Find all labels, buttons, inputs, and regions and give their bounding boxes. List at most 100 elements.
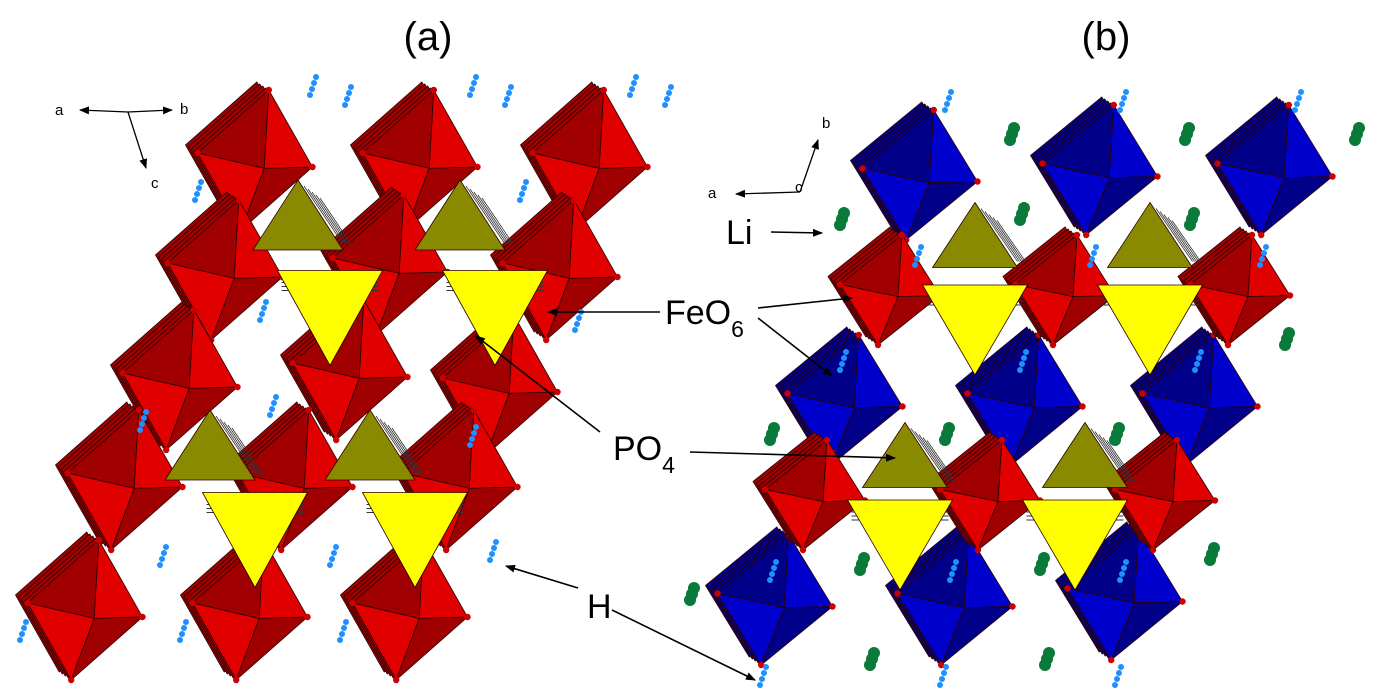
po4-tetrahedron-a-down-3	[361, 492, 469, 589]
po4-tetrahedron-b-up-0-stack-line	[984, 211, 1020, 262]
feo6-octahedron-a-11-face-bottom-right	[445, 486, 519, 551]
po4-tetrahedron-a-down-1-face	[441, 270, 549, 367]
feo6-octahedron-b-blue-3-oxygen	[855, 331, 862, 339]
hydrogen-chain-a-12-atom	[473, 424, 479, 430]
hydrogen-chain-a-16-atom	[21, 625, 27, 631]
feo6-octahedron-a-4-oxygen	[400, 191, 407, 199]
po4-tetrahedron-a-up-3-face	[324, 409, 416, 481]
feo6-octahedron-b-blue-4	[954, 326, 1086, 469]
po4-tetrahedron-b-up-3	[1041, 421, 1136, 488]
feo6-octahedron-a-9-oxygen	[64, 469, 71, 477]
po4-tetrahedron-a-down-2-face	[201, 492, 309, 589]
feo6-octahedron-a-0-oxygen	[265, 86, 272, 94]
feo6-label-subscript: 6	[731, 316, 744, 342]
hydrogen-chain-a-11-atom	[269, 406, 275, 412]
po4-tetrahedron-b-up-0-stack-line	[996, 220, 1026, 262]
feo6-octahedron-b-blue-5	[1129, 326, 1261, 469]
hydrogen-chain-a-15-atom	[493, 539, 499, 545]
hydrogen-chain-a-17-atom	[181, 625, 187, 631]
feo6-octahedron-b-blue-7	[884, 526, 1016, 669]
hydrogen-chain-a-6	[192, 179, 204, 203]
po4-arrow-panel-a	[475, 335, 601, 433]
feo6-octahedron-a-2-face-right	[598, 88, 649, 169]
hydrogen-chain-b-4-atom	[1089, 256, 1095, 262]
hydrogen-chain-a-7-atom	[523, 179, 529, 185]
panel-a-label: (a)	[404, 15, 453, 59]
feo6-octahedron-a-1-face-right	[428, 88, 479, 169]
feo6-octahedron-b-blue-1	[1029, 96, 1161, 239]
hydrogen-chain-a-16	[17, 619, 29, 643]
po4-tetrahedron-b-up-1-stack-line	[1167, 217, 1199, 262]
hydrogen-chain-a-3-atom	[508, 84, 514, 90]
hydrogen-chain-a-7-atom	[521, 185, 527, 191]
feo6-arrow-panel-b-blue	[757, 317, 833, 377]
feo6-octahedron-b-blue-4-oxygen	[1079, 403, 1086, 410]
feo6-octahedron-a-5-oxygen	[499, 259, 506, 267]
hydrogen-chain-a-0-atom	[307, 92, 313, 98]
axis-c-label: c	[151, 175, 159, 192]
hydrogen-chain-a-6-atom	[192, 197, 198, 203]
feo6-octahedron-b-red-3-oxygen	[799, 546, 807, 554]
hydrogen-chain-a-12	[467, 424, 479, 448]
hydrogen-chain-a-7-atom	[519, 191, 525, 197]
po4-tetrahedron-a-up-2-stack-line	[231, 427, 264, 475]
hydrogen-chain-a-9-atom	[576, 315, 582, 321]
feo6-octahedron-b-blue-6-oxygen	[829, 603, 836, 610]
po4-tetrahedron-b-up-1-stack-line	[1171, 220, 1201, 262]
po4-tetrahedron-a-up-1-stack-line	[473, 191, 510, 245]
feo6-octahedron-a-7-face-bottom-right	[335, 376, 409, 441]
hydrogen-chain-b-5-atom	[1263, 244, 1269, 250]
hydrogen-chain-a-1-atom	[342, 102, 348, 108]
feo6-octahedron-b-blue-6-face-bottom-right	[760, 606, 834, 666]
lithium-chain-b-9	[1279, 327, 1295, 351]
feo6-octahedron-a-12-oxygen	[95, 536, 103, 544]
hydrogen-chain-b-0-atom	[946, 95, 952, 101]
feo6-octahedron-a-3	[154, 191, 286, 344]
axis-b-label: b	[180, 101, 188, 118]
feo6-octahedron-a-9-oxygen	[179, 483, 186, 491]
lithium-chain-b-14-atom	[868, 647, 880, 659]
lithium-chain-b-13-atom	[688, 582, 700, 594]
feo6-octahedron-b-blue-0-face-right	[928, 108, 979, 184]
hydrogen-chain-b-6-atom	[841, 355, 847, 361]
hydrogen-chain-a-17-atom	[183, 619, 189, 625]
lithium-chain-b-4	[1179, 122, 1195, 146]
hydrogen-chain-b-0-atom	[942, 107, 948, 113]
feo6-octahedron-a-8-face-bottom-right	[485, 391, 559, 456]
lithium-chain-b-10	[854, 552, 870, 576]
feo6-octahedron-a-1-oxygen	[359, 149, 366, 157]
po4-tetrahedron-a-down-0-face	[276, 270, 384, 367]
lithium-chain-b-6-atom	[768, 422, 780, 434]
feo6-octahedron-b-red-0-oxygen	[836, 281, 844, 288]
h-label: H	[587, 588, 612, 626]
hydrogen-chain-a-11-atom	[267, 412, 273, 418]
feo6-octahedron-b-blue-1-oxygen	[1110, 101, 1118, 109]
hydrogen-chain-a-0	[307, 74, 319, 98]
feo6-octahedron-a-14-face-bottom-right	[395, 616, 469, 681]
lithium-chain-b-4-atom	[1183, 122, 1195, 134]
hydrogen-chain-a-3	[502, 84, 514, 108]
feo6-octahedron-a-6-oxygen	[234, 383, 241, 391]
hydrogen-chain-b-11-atom	[1119, 571, 1125, 577]
panel-b-label: (b)	[1082, 15, 1131, 59]
hydrogen-chain-b-7-atom	[1023, 349, 1029, 355]
feo6-octahedron-a-7-oxygen	[333, 436, 340, 444]
po4-tetrahedron-a-up-1	[414, 179, 514, 251]
feo6-octahedron-b-red-0	[827, 226, 944, 349]
po4-tetrahedron-b-up-2-stack-line	[910, 428, 948, 482]
hydrogen-chain-a-4-atom	[627, 92, 633, 98]
hydrogen-chain-a-8-atom	[257, 317, 263, 323]
hydrogen-chain-b-6-atom	[839, 361, 845, 367]
feo6-octahedron-b-red-1-oxygen	[1049, 341, 1057, 349]
po4-tetrahedron-b-up-2-face	[861, 421, 949, 488]
hydrogen-chain-a-16-atom	[17, 637, 23, 643]
hydrogen-chain-a-17	[177, 619, 189, 643]
po4-tetrahedron-a-up-2-face	[164, 409, 256, 481]
hydrogen-chain-b-11-atom	[1123, 559, 1129, 565]
po4-tetrahedron-b-down-1-face	[1096, 284, 1204, 376]
hydrogen-chain-b-9	[767, 559, 779, 583]
hydrogen-chain-b-11	[1117, 559, 1129, 583]
po4-tetrahedron-a-down-0	[276, 270, 384, 367]
hydrogen-chain-a-8	[257, 299, 269, 323]
lithium-chain-b-1	[1014, 202, 1030, 226]
